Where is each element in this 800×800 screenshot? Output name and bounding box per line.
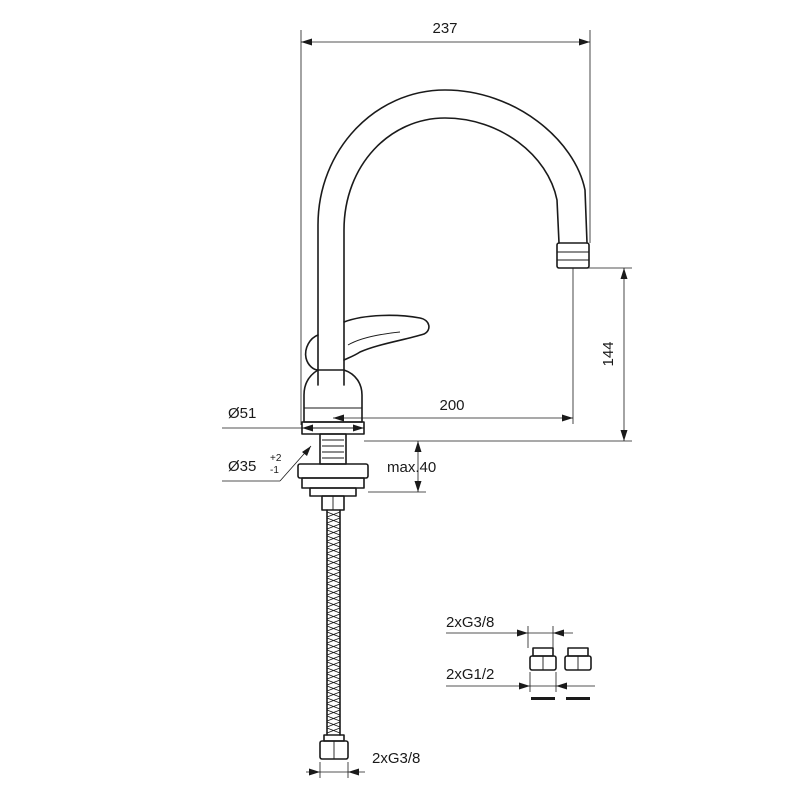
- faucet-outline: [301, 89, 590, 435]
- tolerance-minus: -1: [270, 465, 279, 476]
- dimension-spout-reach: 200: [333, 268, 574, 424]
- dimension-hole-diameter: Ø35 +2 -1: [222, 445, 312, 482]
- mounting-hardware: [297, 433, 369, 511]
- adapter-label-g38: 2xG3/8: [446, 614, 494, 631]
- flexible-hose: [319, 509, 349, 760]
- adapter-label-g12: 2xG1/2: [446, 666, 494, 683]
- tolerance-plus: +2: [270, 453, 282, 464]
- dimension-label-237: 237: [432, 20, 457, 37]
- dimension-label-d51: Ø51: [228, 405, 256, 422]
- dimension-label-200: 200: [439, 397, 464, 414]
- dimension-body-diameter: Ø51: [222, 405, 364, 432]
- dimension-spout-height: 144: [364, 267, 632, 442]
- dimension-label-144: 144: [600, 341, 617, 366]
- dimension-label-hose-g38: 2xG3/8: [372, 750, 420, 767]
- thread-adapters: 2xG3/8 2xG1/2: [446, 614, 595, 700]
- dimension-total-width: 237: [300, 20, 591, 425]
- dimension-label-d35: Ø35: [228, 458, 256, 475]
- dimension-label-max40: max.40: [387, 459, 436, 476]
- dimension-hose-connection: 2xG3/8: [306, 750, 420, 778]
- dimension-max-deck: max.40: [368, 441, 436, 493]
